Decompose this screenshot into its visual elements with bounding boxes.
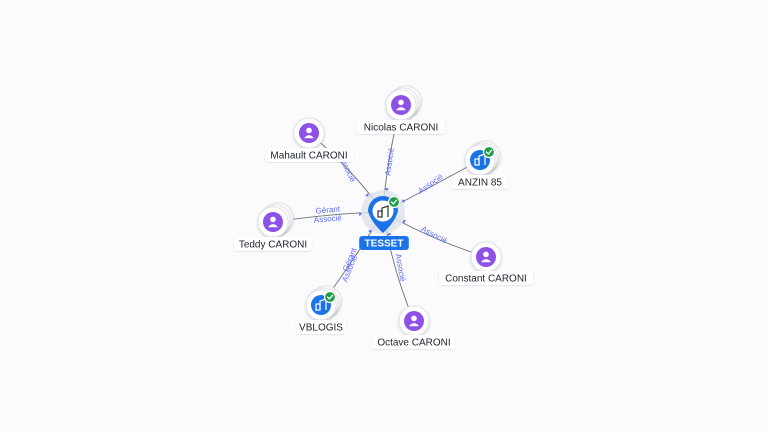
node-label: Constant CARONI	[439, 271, 533, 285]
node-label: ANZIN 85	[452, 175, 508, 189]
edge-label: Associé	[417, 172, 446, 196]
check-badge-icon	[387, 195, 401, 209]
node-teddy[interactable]: Teddy CARONI	[234, 202, 312, 251]
node-mahault[interactable]: Mahault CARONI	[264, 117, 354, 162]
node-label-text: Constant CARONI	[445, 274, 527, 285]
check-badge-icon	[323, 290, 337, 304]
node-label: Mahault CARONI	[264, 148, 354, 162]
person-icon	[391, 95, 411, 115]
node-label-text: ANZIN 85	[458, 178, 502, 189]
edge-label: Gérant	[315, 204, 341, 215]
node-label-text: Nicolas CARONI	[364, 123, 438, 134]
node-label-text: VBLOGIS	[299, 323, 343, 334]
person-icon	[476, 247, 496, 267]
node-label: Teddy CARONI	[234, 237, 312, 251]
node-nicolas[interactable]: Nicolas CARONI	[356, 85, 446, 134]
node-vblogis[interactable]: VBLOGIS	[296, 285, 346, 334]
node-anzin[interactable]: ANZIN 85	[452, 140, 508, 189]
nodes-layer: Nicolas CARONI Mahault CARONI ANZIN 85 Tedd…	[234, 85, 533, 349]
arrow-head	[368, 229, 372, 234]
node-label-text: Octave CARONI	[377, 338, 450, 349]
center-node[interactable]: TESSET	[359, 190, 409, 250]
edge-label: Associé	[420, 224, 449, 245]
node-label: Octave CARONI	[372, 335, 456, 349]
arrow-head	[358, 212, 363, 217]
building-icon	[377, 205, 389, 218]
arrow-head	[365, 193, 369, 197]
check-badge-icon	[482, 145, 496, 159]
node-label: Nicolas CARONI	[356, 120, 446, 134]
node-label-text: Teddy CARONI	[239, 240, 307, 251]
edge-label: Associé	[383, 147, 396, 177]
center-label-text: TESSET	[365, 239, 404, 250]
node-octave[interactable]: Octave CARONI	[372, 305, 456, 349]
node-label: VBLOGIS	[296, 320, 346, 334]
node-label-text: Mahault CARONI	[270, 151, 347, 162]
person-icon	[404, 311, 424, 331]
arrow-head	[385, 188, 389, 192]
arrow-head	[401, 198, 406, 203]
node-constant[interactable]: Constant CARONI	[439, 241, 533, 285]
center-label: TESSET	[359, 236, 409, 250]
edge-label: Associé	[313, 213, 342, 224]
person-icon	[263, 212, 283, 232]
person-icon	[299, 123, 319, 143]
